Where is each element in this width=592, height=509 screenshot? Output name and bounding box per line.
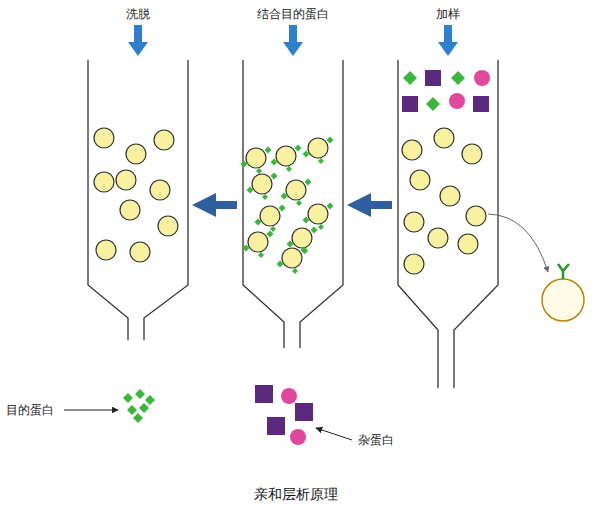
target-protein	[327, 137, 334, 144]
affinity-bead	[308, 204, 328, 224]
target-protein	[327, 203, 334, 210]
affinity-bead	[252, 174, 272, 194]
target-protein	[267, 231, 274, 238]
target-protein	[303, 151, 310, 158]
affinity-bead	[462, 144, 482, 164]
affinity-bead	[286, 180, 306, 200]
target-protein	[301, 247, 308, 254]
affinity-bead	[308, 138, 328, 158]
affinity-bead	[282, 248, 302, 268]
target-protein	[277, 261, 284, 268]
target-protein	[145, 395, 155, 405]
target-protein	[296, 200, 302, 206]
target-protein	[318, 158, 324, 164]
column-outline	[88, 60, 188, 340]
affinity-bead	[404, 254, 424, 274]
column-heading: 加样	[378, 6, 518, 22]
figure-caption: 亲和层析原理	[254, 486, 338, 504]
affinity-bead	[94, 172, 114, 192]
target-protein	[247, 187, 254, 194]
affinity-bead	[130, 242, 150, 262]
target-protein	[241, 161, 248, 168]
affinity-bead	[246, 148, 266, 168]
target-protein	[305, 179, 312, 186]
flow-arrow	[438, 25, 458, 56]
affinity-bead	[402, 140, 422, 160]
affinity-bead	[458, 234, 478, 254]
affinity-bead	[440, 186, 460, 206]
flow-arrow	[204, 201, 237, 209]
protein-label: 杂蛋白	[356, 432, 396, 449]
affinity-bead	[434, 128, 454, 148]
target-protein	[127, 405, 137, 415]
column-heading: 结合目的蛋白	[223, 6, 363, 22]
column-outline	[243, 60, 343, 348]
target-protein	[123, 393, 133, 403]
target-protein	[139, 403, 149, 413]
target-protein	[286, 166, 292, 172]
affinity-bead	[292, 228, 312, 248]
affinity-bead	[248, 232, 268, 252]
affinity-bead	[428, 228, 448, 248]
target-protein	[292, 268, 298, 274]
target-protein	[271, 173, 278, 180]
affinity-bead	[410, 170, 430, 190]
impurity-protein	[281, 388, 297, 404]
target-protein	[256, 168, 262, 174]
chromatography-column: 结合目的蛋白	[223, 6, 363, 348]
affinity-bead	[96, 240, 116, 260]
impurity-protein	[473, 96, 489, 112]
target-protein	[270, 226, 276, 232]
impurity-protein	[267, 417, 285, 435]
column-outline	[398, 60, 498, 388]
target-protein	[135, 389, 145, 399]
target-protein	[262, 194, 268, 200]
target-protein	[255, 219, 262, 226]
affinity-bead	[94, 128, 114, 148]
target-protein	[279, 205, 286, 212]
flow-arrow	[128, 25, 148, 56]
target-protein	[318, 224, 324, 230]
affinity-bead	[120, 200, 140, 220]
affinity-bead	[116, 170, 136, 190]
flow-arrow	[359, 201, 392, 209]
impurity-protein	[402, 96, 418, 112]
target-protein	[311, 227, 318, 234]
target-protein	[403, 71, 417, 85]
impurity-protein	[255, 385, 273, 403]
affinity-bead	[466, 206, 486, 226]
impurity-protein	[290, 429, 306, 445]
affinity-bead	[158, 216, 178, 236]
impurity-protein	[474, 70, 490, 86]
target-protein	[133, 413, 143, 423]
target-protein	[281, 193, 288, 200]
target-protein	[265, 147, 272, 154]
impurity-protein	[295, 403, 313, 421]
chromatography-column: 洗脱	[68, 6, 208, 340]
impurity-protein	[425, 70, 441, 86]
affinity-bead	[150, 180, 170, 200]
target-protein	[271, 159, 278, 166]
affinity-bead	[260, 206, 280, 226]
chromatography-column: 加样	[378, 6, 518, 388]
target-protein	[303, 217, 310, 224]
impurity-protein	[449, 93, 465, 109]
target-protein	[287, 241, 294, 248]
column-heading: 洗脱	[68, 6, 208, 22]
affinity-bead	[154, 130, 174, 150]
affinity-bead	[404, 212, 424, 232]
target-protein	[451, 71, 465, 85]
target-protein	[295, 145, 302, 152]
target-protein	[258, 252, 264, 258]
protein-label: 目的蛋白	[4, 402, 56, 419]
target-protein	[243, 245, 250, 252]
flow-arrow	[283, 25, 303, 56]
affinity-bead	[126, 144, 146, 164]
affinity-bead	[276, 146, 296, 166]
target-protein	[426, 97, 440, 111]
